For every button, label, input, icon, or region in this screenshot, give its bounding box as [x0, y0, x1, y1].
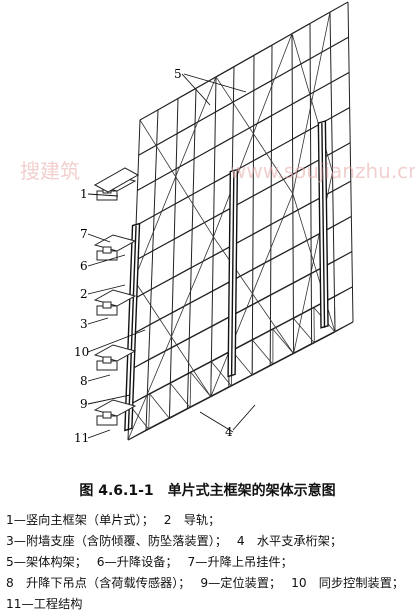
frame-transom [253, 186, 271, 196]
frame-transom [293, 273, 311, 283]
legend-item-3: 3—附墙支座（含防倾覆、防坠落装置）； [6, 534, 227, 548]
legend-item-1: 1—竖向主框架（单片式）； [6, 513, 154, 527]
frame-transom [254, 45, 272, 55]
wall-support-seat [103, 412, 111, 418]
frame-transom [334, 252, 352, 262]
callout-label-10: 10 [74, 345, 89, 359]
frame-transom [332, 143, 350, 153]
figure-legend: 1—竖向主框架（单片式）； 2 导轨； 3—附墙支座（含防倾覆、防坠落装置）； … [6, 510, 411, 615]
legend-item-8: 8 升降下吊点（含荷载传感器）； [6, 576, 190, 590]
frame-transom [253, 224, 271, 234]
frame-brace [134, 77, 216, 280]
frame-transom [293, 203, 311, 213]
frame-vertical-back [310, 24, 312, 344]
frame-transom [139, 145, 157, 155]
frame-transom [175, 194, 193, 204]
frame-transom [211, 387, 229, 397]
frame-transom [171, 338, 189, 348]
wall-support-seat [103, 357, 111, 363]
frame-transom [334, 287, 352, 297]
frame-transom [177, 124, 195, 134]
frame-transom [254, 80, 272, 90]
callout-label-6: 6 [80, 259, 88, 273]
framework-diagram: 1 7 6 2 3 10 8 9 11 5 4 搜建筑 www.soujianzhu.cn [0, 0, 415, 470]
frame-transom [216, 67, 234, 77]
frame-transom [254, 116, 272, 126]
frame-transom [332, 108, 350, 118]
callout-label-5: 5 [174, 67, 182, 81]
legend-item-4: 4 水平支承桁架； [237, 534, 342, 548]
legend-item-7: 7—升降上吊挂件； [188, 555, 293, 569]
callout-label-8: 8 [80, 374, 88, 388]
frame-transom [253, 260, 271, 270]
truss-member [169, 383, 170, 418]
callout-leader [88, 375, 110, 381]
callout-leader [233, 405, 255, 430]
frame-transom [170, 373, 188, 383]
truss-member [149, 394, 150, 429]
frame-transom [292, 94, 310, 104]
wall-support-seat [103, 247, 111, 253]
frame-transom [140, 110, 158, 120]
callout-label-4: 4 [225, 425, 233, 439]
frame-transom [173, 268, 191, 278]
callout-leader [88, 318, 108, 324]
watermark-right: www.soujianzhu.cn [230, 159, 415, 183]
callout-label-7: 7 [80, 227, 88, 241]
truss-member [273, 329, 294, 353]
truss-member [191, 372, 211, 396]
figure-caption: 图 4.6.1-1 单片式主框架的架体示意图 [0, 480, 415, 500]
legend-item-10: 10 同步控制装置； [291, 576, 404, 590]
frame-transom [178, 88, 196, 98]
frame-transom [128, 430, 146, 440]
frame-transom [330, 2, 348, 12]
frame-transom [215, 102, 233, 112]
frame-transom [169, 408, 187, 418]
truss-member [334, 297, 335, 332]
frame-transom [293, 238, 311, 248]
callout-label-11: 11 [74, 431, 89, 445]
frame-transom [212, 316, 230, 326]
legend-item-6: 6—升降设备； [97, 555, 178, 569]
frame-transom [335, 322, 353, 332]
frame-transom [294, 344, 312, 354]
frame-transom [176, 159, 194, 169]
truss-member [190, 372, 191, 407]
legend-item-11: 11—工程结构 [6, 597, 82, 611]
frame-transom [292, 24, 310, 34]
frame-transom [331, 72, 349, 82]
frame-transom [293, 129, 311, 139]
callout-label-9: 9 [80, 397, 88, 411]
callout-label-3: 3 [80, 317, 88, 331]
frame-vertical-back [270, 45, 272, 365]
watermark-left: 搜建筑 [20, 159, 80, 183]
wall-support-seat [103, 302, 111, 308]
frame-vertical [252, 55, 254, 375]
truss-member [150, 394, 170, 418]
legend-item-5: 5—架体构架； [6, 555, 87, 569]
truss-member [170, 383, 190, 407]
frame-transom [333, 216, 351, 226]
framework-drawing: 1 7 6 2 3 10 8 9 11 5 4 搜建筑 www.soujianzhu.cn [0, 0, 415, 470]
frame-transom [252, 330, 270, 340]
callout-label-2: 2 [80, 287, 88, 301]
frame-transom [213, 246, 231, 256]
frame-transom [137, 180, 155, 190]
frame-transom [252, 365, 270, 375]
callout-label-1: 1 [80, 187, 88, 201]
frame-vertical [169, 98, 178, 418]
legend-item-2: 2 导轨； [164, 513, 221, 527]
frame-transom [253, 295, 271, 305]
frame-transom [331, 37, 349, 47]
building-slab [95, 235, 135, 251]
legend-item-9: 9—定位装置； [200, 576, 281, 590]
frame-brace [128, 237, 213, 440]
callout-leader [88, 430, 110, 438]
frame-transom [172, 303, 190, 313]
frame-transom [215, 137, 233, 147]
frame-transom [213, 281, 231, 291]
frame-transom [174, 229, 192, 239]
